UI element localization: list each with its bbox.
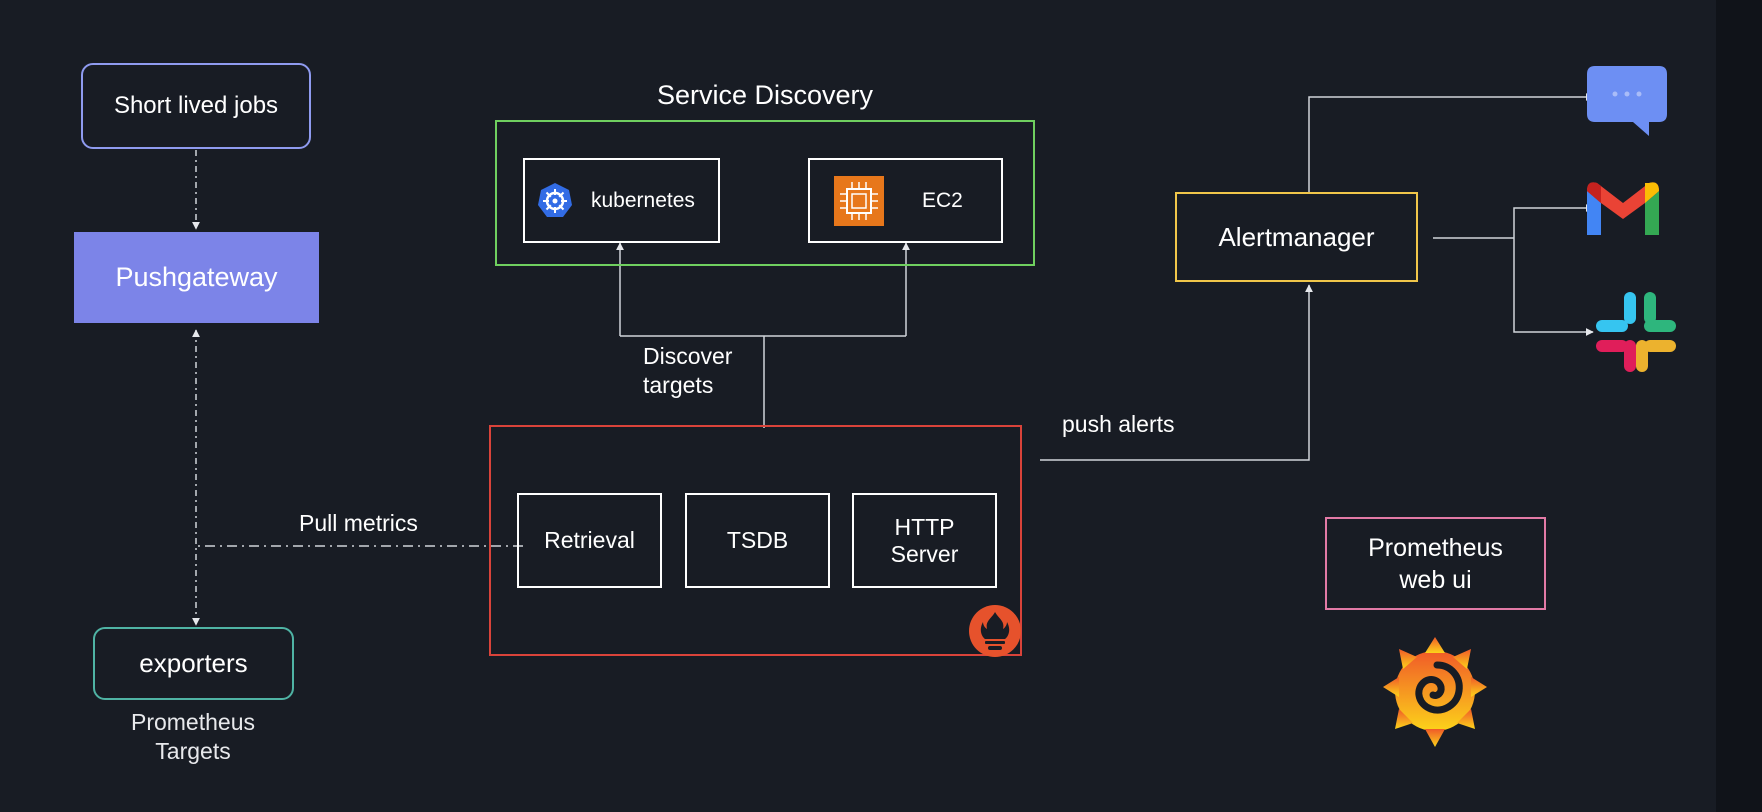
short-lived-jobs-node: Short lived jobs [81,63,311,149]
grafana-icon [1383,637,1487,747]
retrieval-node: Retrieval [517,493,662,588]
kubernetes-icon [538,182,572,217]
prometheus-web-ui-node: Prometheus web ui [1325,517,1546,610]
slack-icon [1596,292,1676,372]
exporters-node: exporters [93,627,294,700]
pull-metrics-label: Pull metrics [299,510,418,536]
push-alerts-label: push alerts [1062,411,1175,437]
alertmanager-to-gmail-connector [1513,204,1594,238]
prometheus-icon [969,605,1021,657]
pushgateway-label: Pushgateway [115,262,278,292]
alertmanager-label: Alertmanager [1218,221,1375,252]
alertmanager-node: Alertmanager [1175,192,1418,282]
service-discovery-group [495,120,1035,266]
http-server-label: HTTP Server [890,513,959,567]
alertmanager-to-slack-connector [1513,238,1594,336]
ec2-label: EC2 [922,188,963,212]
kubernetes-label: kubernetes [591,188,695,212]
right-edge-band [1716,0,1762,812]
alertmanager-to-chat-connector [1308,93,1594,192]
chat-bubble-icon [1587,66,1667,136]
exporters-label: exporters [139,648,248,678]
tsdb-node: TSDB [685,493,830,588]
http-server-node: HTTP Server [852,493,997,588]
ec2-icon [834,175,884,226]
retrieval-label: Retrieval [544,527,635,553]
push-alerts-connector [1040,284,1313,461]
gmail-icon [1587,182,1659,235]
pushgateway-node: Pushgateway [74,232,319,323]
short-lived-jobs-label: Short lived jobs [113,92,279,119]
ec2-node: EC2 [808,158,1003,243]
service-discovery-title: Service Discovery [656,80,874,110]
kubernetes-node: kubernetes [523,158,720,243]
prometheus-web-ui-label: Prometheus web ui [1368,533,1503,594]
prometheus-server-group [489,425,1022,656]
discover-targets-label: Discover targets [643,343,733,398]
prometheus-targets-caption: Prometheus Targets [130,709,255,764]
tsdb-label: TSDB [726,527,789,553]
